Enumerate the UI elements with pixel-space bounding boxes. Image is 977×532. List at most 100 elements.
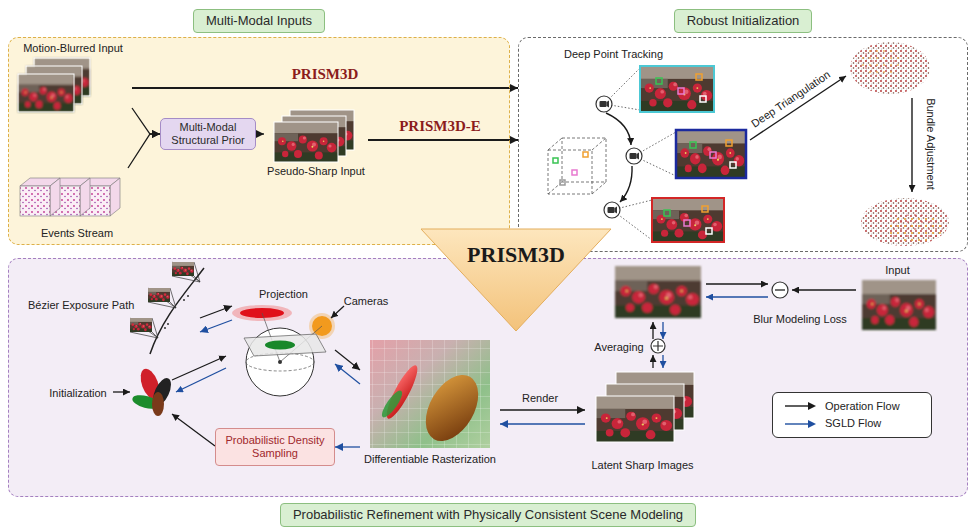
- point-tracking-figure: [608, 207, 615, 213]
- raster-figure: [379, 388, 406, 420]
- exposure-path-figure: [164, 295, 189, 329]
- legend-sample: [783, 401, 817, 411]
- point-clouds: [858, 48, 902, 76]
- point-tracking-figure: [548, 66, 746, 242]
- label-anchor: Cameras: [344, 291, 389, 309]
- connector: [132, 87, 518, 89]
- node-label: Events Stream: [41, 227, 113, 240]
- point-tracking-figure: [583, 152, 588, 157]
- raster-figure: Differentiable Rasterization: [360, 338, 500, 468]
- process-box: Multi-Modal Structural Prior: [160, 118, 256, 150]
- node-label: Pseudo-Sharp Input: [267, 165, 365, 178]
- label-anchor: Deep Triangulation: [747, 65, 834, 132]
- figure-label: Initialization: [49, 387, 106, 399]
- input-panel: Multi-Modal InputsMotion-Blurred InputEv…: [8, 37, 510, 245]
- point-tracking-figure: [684, 220, 690, 226]
- node-label: Motion-Blurred Input: [23, 42, 123, 55]
- sharp-image-stack: [274, 122, 338, 162]
- image-stack: Latent Sharp Images: [585, 368, 700, 474]
- connector: [368, 139, 518, 141]
- edge-label: Render: [522, 392, 558, 404]
- exposure-path-figure: [167, 323, 169, 325]
- input-image: Input: [855, 262, 940, 336]
- edge-label-anchor: Render: [522, 388, 558, 406]
- connector: [200, 306, 232, 318]
- sharp-image-stack: [274, 122, 338, 162]
- event-stream: Events Stream: [14, 168, 140, 242]
- point-clouds: [750, 42, 949, 246]
- connector: [500, 409, 585, 410]
- edge-label: PRISM3D-E: [399, 118, 481, 134]
- label-anchor: Blur Modeling Loss: [753, 309, 847, 327]
- blur-model-figure: [662, 322, 663, 339]
- point-tracking-figure: [700, 96, 706, 102]
- point-tracking-figure: [626, 148, 642, 164]
- latent-image-stack: [596, 372, 694, 442]
- point-tracking-figure: [596, 96, 612, 112]
- point-tracking-figure: [690, 142, 696, 148]
- point-tracking-figure: [620, 166, 632, 202]
- event-volumes: [20, 186, 50, 216]
- legend-text: Operation Flow: [825, 400, 900, 413]
- point-tracking-figure: [607, 101, 610, 108]
- point-tracking-figure: [664, 210, 670, 216]
- point-tracking-figure: [652, 198, 724, 242]
- blur-model-figure: [653, 341, 663, 351]
- legend-row: SGLD Flow: [783, 417, 921, 430]
- exposure-path-figure: [172, 262, 200, 282]
- legend-sample: [808, 420, 816, 428]
- point-tracking-figure: [630, 153, 637, 159]
- blur-model-figure: [615, 266, 936, 368]
- event-volumes: [110, 178, 120, 216]
- figure-label: Cameras: [344, 295, 389, 307]
- point-tracking-figure: [548, 150, 592, 194]
- init-panel: Robust InitializationDeep Point Tracking: [518, 37, 968, 252]
- gaussian-ellipsoids: [152, 392, 164, 416]
- panel-ground: [518, 37, 968, 252]
- node-label: Latent Sharp Images: [591, 459, 693, 472]
- label-anchor: Averaging: [594, 337, 643, 355]
- exposure-path-figure: [130, 318, 152, 332]
- panel-heading: Probabilistic Refinement with Physically…: [280, 503, 696, 527]
- point-tracking-figure: [676, 130, 746, 178]
- gaussian-ellipsoids: [176, 368, 226, 392]
- projection-figure: [265, 341, 295, 350]
- connector: [500, 423, 585, 424]
- point-tracking-figure: [706, 228, 712, 234]
- blur-model-figure: [862, 280, 936, 330]
- connector: [335, 446, 360, 447]
- projection-figure: Projection: [232, 286, 335, 398]
- gaussian-ellipsoids: [113, 391, 130, 392]
- connector: [128, 134, 160, 168]
- point-tracking-figure: [600, 101, 607, 107]
- point-tracking-figure: [652, 198, 724, 242]
- point-tracking-figure: [676, 130, 746, 178]
- blur-model-figure: [651, 339, 665, 353]
- node-label: Deep Point Tracking: [564, 48, 663, 61]
- connector: [132, 108, 160, 134]
- legend-box: Operation FlowSGLD Flow: [772, 392, 932, 438]
- node-label: PRISM3D: [467, 242, 565, 268]
- node-label: Probabilistic Density Sampling: [221, 434, 329, 460]
- event-volumes: [20, 178, 120, 216]
- node-label: Bézier Exposure Path: [28, 299, 134, 312]
- projection-figure: [244, 334, 326, 356]
- point-clouds: [861, 198, 949, 246]
- blur-model-figure: [772, 282, 788, 298]
- point-tracking-figure: [596, 96, 612, 112]
- tracking-figure: Deep Point Tracking: [540, 44, 752, 248]
- point-clouds: [887, 214, 943, 242]
- point-tracking-figure: [702, 206, 708, 212]
- point-clouds: [911, 98, 912, 192]
- exposure-path-figure: [148, 288, 176, 308]
- latent-image-stack: [596, 396, 674, 442]
- exposure-path-figure: [183, 299, 185, 301]
- event-volumes: [50, 178, 60, 216]
- legend-text: SGLD Flow: [825, 417, 881, 430]
- edge-label-anchor: PRISM3D-E: [399, 117, 481, 135]
- figure-label: Averaging: [594, 341, 643, 353]
- blur-model-figure: [706, 296, 768, 297]
- exposure-path-figure: [130, 262, 204, 354]
- edge-label: PRISM3D: [292, 66, 359, 82]
